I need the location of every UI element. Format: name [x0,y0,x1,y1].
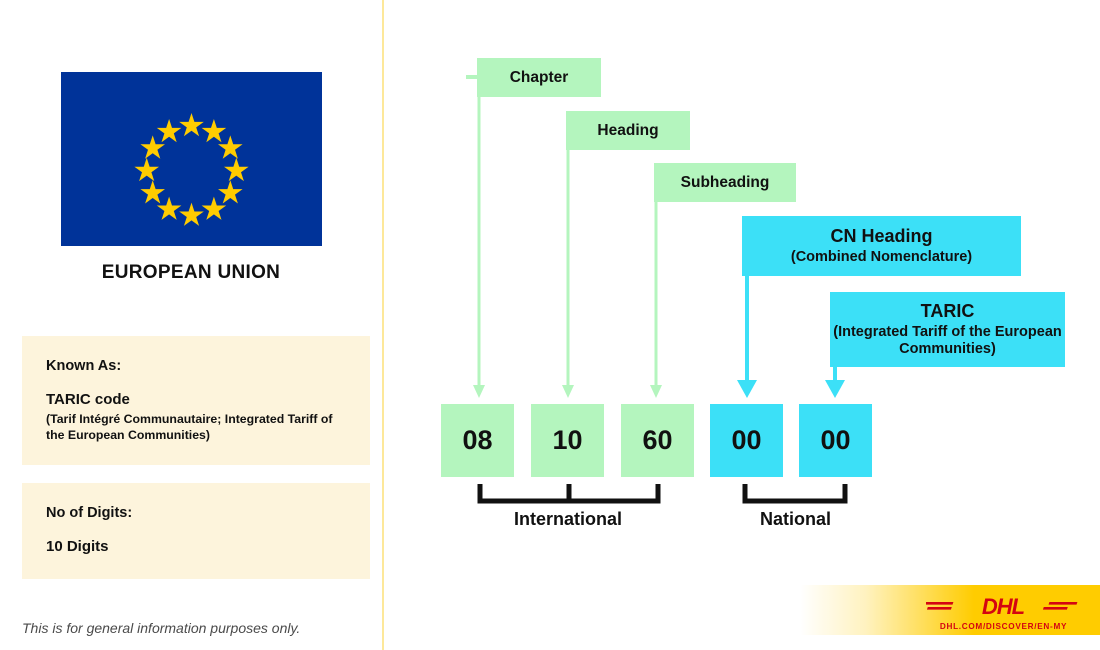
info-box-known-as: Known As: TARIC code (Tarif Intégré Comm… [22,336,370,465]
label-taric-sub: (Integrated Tariff of the European Commu… [833,324,1062,357]
dhl-banner: DHL DHL.COM/DISCOVER/EN-MY [800,585,1100,635]
label-box-taric: TARIC (Integrated Tariff of the European… [830,292,1065,367]
info-label-known-as: Known As: [46,358,122,374]
bracket-national [742,484,848,504]
dhl-logo[interactable]: DHL DHL.COM/DISCOVER/EN-MY [926,594,1081,631]
group-label-national: National [759,509,831,529]
chapter-tick-mark [466,75,478,79]
digit-box-2: 10 [531,404,604,477]
info-value-no-of-digits: 10 Digits [46,538,109,555]
bracket-international [477,484,661,504]
label-box-heading: Heading [566,111,690,150]
dhl-wordmark-icon: DHL [926,594,1081,620]
dhl-url-text: DHL.COM/DISCOVER/EN-MY [939,622,1068,631]
digit-box-5: 00 [799,404,872,477]
digit-box-4: 00 [710,404,783,477]
label-cn-sub: (Combined Nomenclature) [790,249,973,265]
connector-arrow-chapter [473,97,485,399]
label-chapter-title: Chapter [509,68,569,86]
digit-box-3: 60 [621,404,694,477]
svg-text:DHL: DHL [982,594,1025,619]
group-label-international: International [513,509,622,529]
label-box-cn-heading: CN Heading (Combined Nomenclature) [742,216,1021,276]
info-box-no-of-digits: No of Digits: 10 Digits [22,483,370,579]
eu-flag-icon [61,72,322,246]
label-box-chapter: Chapter [477,58,601,97]
info-sub-known-as: (Tarif Intégré Communautaire; Integrated… [46,412,333,442]
digit-box-1: 08 [441,404,514,477]
info-label-no-of-digits: No of Digits: [46,505,133,521]
country-name: EUROPEAN UNION [101,262,281,283]
label-subheading-title: Subheading [680,173,770,191]
vertical-divider [382,0,384,650]
connector-arrow-taric [825,367,845,399]
connector-arrow-heading [562,150,574,399]
label-box-subheading: Subheading [654,163,796,202]
label-heading-title: Heading [597,121,659,139]
connector-arrow-subheading [650,202,662,399]
label-taric-title: TARIC [920,301,975,322]
footnote-text: This is for general information purposes… [22,620,301,636]
connector-arrow-cn-heading [737,276,757,399]
info-value-known-as: TARIC code [46,391,130,408]
label-cn-title: CN Heading [830,226,933,247]
